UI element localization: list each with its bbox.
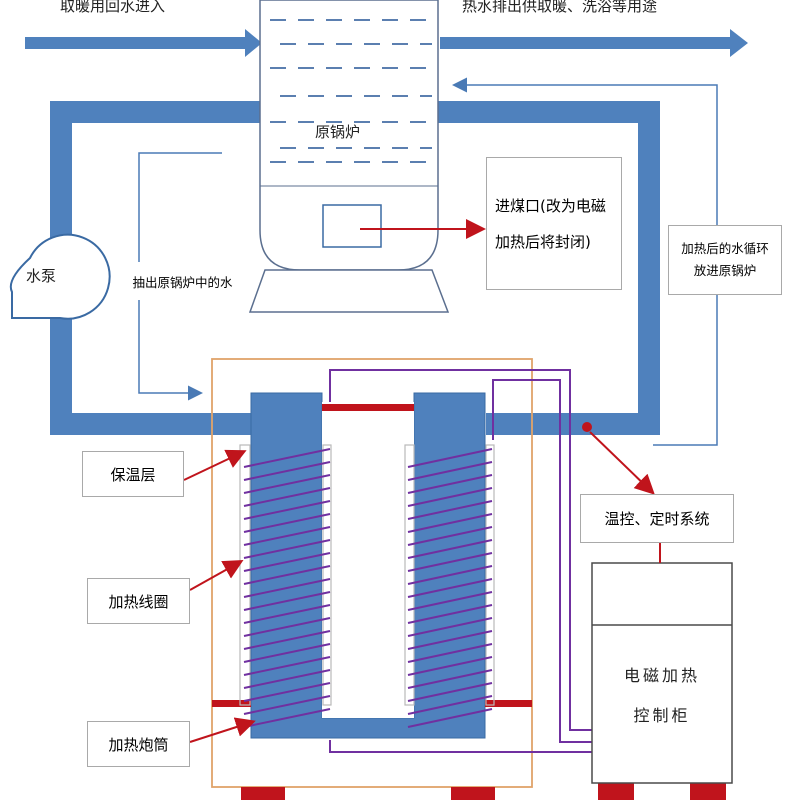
heating-drum (212, 392, 532, 739)
coil-turn (407, 552, 493, 572)
insulation-label: 保温层 (82, 451, 184, 497)
coil-turn (407, 487, 493, 507)
coil-turn (243, 708, 331, 728)
boiler-base (248, 269, 450, 313)
heating-coil-left (243, 448, 331, 728)
control-cabinet (591, 543, 733, 784)
boiler-label: 原锅炉 (315, 123, 361, 141)
coil-turn (407, 448, 493, 468)
control-system-label: 温控、定时系统 (580, 494, 734, 543)
coil-turn (243, 448, 331, 468)
coil-turn (407, 461, 493, 481)
coil-turn (243, 695, 331, 715)
water-level-dashes (270, 19, 432, 163)
coil-turn (407, 630, 493, 650)
coil-turn (243, 682, 331, 702)
coil-turn (243, 565, 331, 585)
outlet-arrow (440, 29, 748, 57)
coil-turn (407, 695, 493, 715)
outlet-label: 热水排出供取暖、洗浴等用途 (462, 0, 658, 15)
coil-turn (243, 513, 331, 533)
coil-turn (243, 474, 331, 494)
coil-turn (243, 539, 331, 559)
coil-turn (407, 643, 493, 663)
inlet-arrow (25, 29, 262, 57)
pump-label: 水泵 (26, 267, 57, 285)
coil-turn (243, 526, 331, 546)
inlet-label: 取暖用回水进入 (60, 0, 166, 15)
coal-inlet-label: 进煤口(改为电磁加热后将封闭) (486, 157, 622, 290)
insulation-layer (211, 358, 533, 788)
boiler (248, 0, 450, 313)
coil-turn (407, 669, 493, 689)
coil-turn (407, 500, 493, 520)
coil-turn (243, 669, 331, 689)
coil-turn (407, 656, 493, 676)
coil-turn (243, 487, 331, 507)
heating-coil-right (407, 448, 493, 728)
coil-turn (243, 552, 331, 572)
coil-turn (407, 708, 493, 728)
coil-turn (243, 656, 331, 676)
coil-turn (407, 565, 493, 585)
drum-label: 加热炮筒 (87, 721, 190, 767)
coil-turn (407, 591, 493, 611)
coil-turn (243, 630, 331, 650)
coil-turn (243, 617, 331, 637)
water-pump (9, 233, 111, 320)
cabinet-label: 电磁加热控制柜 (623, 666, 700, 725)
coil-turn (243, 643, 331, 663)
coil-turn (407, 682, 493, 702)
pipe-loop (50, 101, 660, 435)
coil-wiring (329, 369, 592, 753)
extract-label: 抽出原锅炉中的水 (118, 262, 247, 300)
coil-label: 加热线圈 (87, 578, 190, 624)
support-feet (241, 783, 726, 800)
label-pointers (183, 449, 256, 743)
coil-turn (407, 513, 493, 533)
coil-turn (407, 526, 493, 546)
coil-turn (407, 578, 493, 598)
coil-turn (243, 604, 331, 624)
coil-turn (407, 604, 493, 624)
coil-turn (407, 539, 493, 559)
coil-turn (407, 474, 493, 494)
coil-turn (243, 500, 331, 520)
coal-inlet-door (322, 204, 382, 248)
coil-turn (243, 591, 331, 611)
temperature-sensor (582, 422, 592, 432)
coil-turn (243, 578, 331, 598)
coil-turn (407, 617, 493, 637)
coil-turn (243, 461, 331, 481)
inner-insulation (239, 444, 495, 706)
return-label: 加热后的水循环放进原锅炉 (668, 225, 782, 295)
sensor-pointer (589, 431, 655, 495)
